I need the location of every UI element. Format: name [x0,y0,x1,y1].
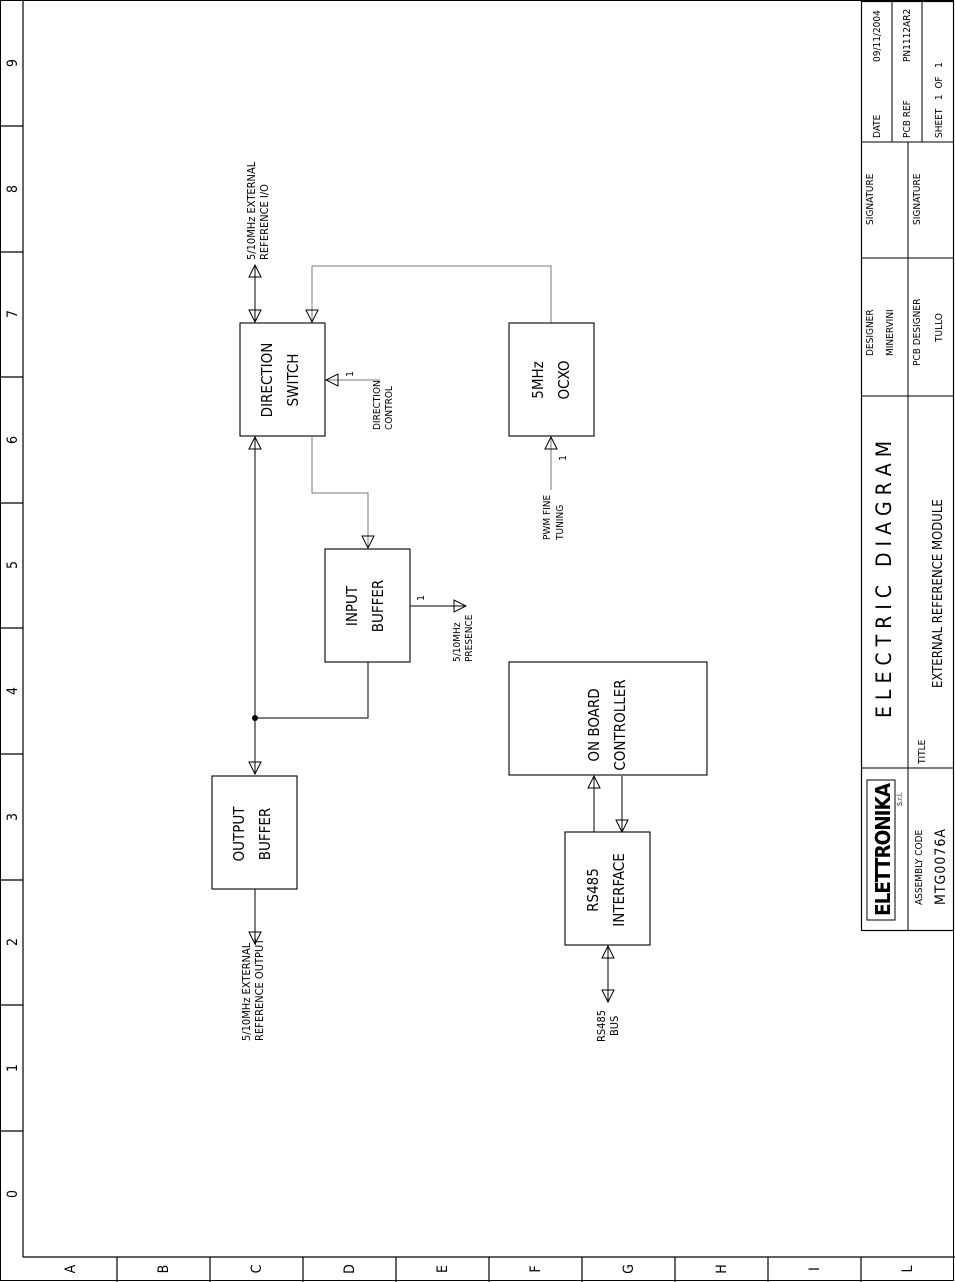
zone-row-H: H [714,1264,730,1273]
designer-label: DESIGNER [865,309,876,356]
pwm-pin: 1 [558,455,569,461]
date-label: DATE [872,114,883,138]
zone-row-A: A [63,1264,79,1273]
direction-control-label-line1: DIRECTION [372,380,383,430]
rs485-bus-label-line1: RS485 [595,1010,608,1042]
output-buffer-label-line2: BUFFER [256,808,274,861]
zone-row-I: I [807,1267,823,1271]
electric-diagram-heading: E L E C T R I C D I A G R A M [872,441,896,718]
signal-labels: 5/10MHz EXTERNAL REFERENCE I/O DIRECTION… [240,161,621,1042]
input-buffer-label-line1: INPUT [343,585,361,626]
presence-label-line2: PRESENCE [464,614,475,662]
zone-col-1: 1 [5,1064,21,1072]
ext-ref-output-label-line1: 5/10MHz EXTERNAL [240,942,253,1041]
zone-column-labels: 9 8 7 6 5 4 3 2 1 0 [5,59,21,1198]
assembly-code-label: ASSEMBLY CODE [914,829,925,905]
zone-col-8: 8 [5,185,21,193]
pwm-fine-tuning-label-line2: TUNING [555,505,566,541]
zone-row-D: D [342,1264,358,1274]
output-buffer-label-line1: OUTPUT [230,806,248,862]
direction-control-pin: 1 [345,371,356,377]
logo-wordmark: ELETTRONIKA [871,783,895,916]
controller-label-line2: CONTROLLER [611,679,629,770]
title-block: DATE 09/11/2004 PCB REF PN1112AR2 SHEET … [860,0,955,932]
zone-row-G: G [621,1264,637,1274]
zone-col-3: 3 [5,813,21,821]
onboard-controller-block: ON BOARD CONTROLLER [508,661,708,776]
designer-value: MINERVINI [885,309,896,356]
input-buffer-label-line2: BUFFER [369,580,387,633]
pcb-designer-value: TULLO [934,313,945,343]
zone-row-C: C [249,1264,265,1273]
zone-row-B: B [156,1265,172,1274]
rs485-bus-label-line2: BUS [608,1016,621,1036]
pin-labels: 1 1 1 [345,371,569,601]
zone-col-5: 5 [5,561,21,569]
ocxo-label-line2: OCXO [555,361,573,400]
assembly-code-value: MTG0076A [933,828,949,905]
title-label: TITLE [917,739,928,765]
zone-col-7: 7 [5,310,21,318]
ext-ref-output-label-line2: REFERENCE OUTPUT [253,938,266,1041]
signature2-label: SIGNATURE [912,173,923,225]
presence-pin: 1 [416,595,427,601]
pcb-ref-label: PCB REF [902,100,913,138]
pcb-ref-value: PN1112AR2 [902,9,913,62]
zone-row-labels: A B C D E F G H I L [63,1264,916,1274]
direction-switch-label-line1: DIRECTION [258,343,276,418]
wiring [248,263,629,1004]
zone-col-2: 2 [5,938,21,946]
zone-col-6: 6 [5,436,21,444]
ocxo-block: 5MHz OCXO [508,322,595,437]
ext-ref-io-label-line1: 5/10MHz EXTERNAL [245,161,258,260]
zone-col-9: 9 [5,59,21,67]
direction-control-label-line2: CONTROL [384,386,395,430]
signature-label: SIGNATURE [865,173,876,225]
pcb-designer-label: PCB DESIGNER [912,299,923,366]
direction-switch-label-line2: SWITCH [284,354,302,407]
zone-col-4: 4 [5,687,21,695]
title-value: EXTERNAL REFERENCE MODULE [931,499,946,688]
controller-label-line1: ON BOARD [585,688,603,761]
elettronika-logo: ELETTRONIKA S.r.l. [866,779,904,921]
logo-suffix: S.r.l. [896,792,904,806]
zone-row-E: E [435,1265,451,1273]
zone-col-0: 0 [5,1190,21,1198]
rs485-interface-block: RS485 INTERFACE [564,831,651,946]
rs485-label-line2: INTERFACE [610,853,628,927]
ocxo-label-line1: 5MHz [529,361,547,398]
direction-switch-block: DIRECTION SWITCH [239,322,326,437]
date-value: 09/11/2004 [872,10,883,62]
input-buffer-block: INPUT BUFFER [324,548,411,663]
sheet-info: SHEET 1 OF 1 [934,62,945,138]
rs485-label-line1: RS485 [584,868,602,912]
output-buffer-block: OUTPUT BUFFER [211,775,298,890]
zone-row-F: F [528,1265,544,1272]
zone-row-L: L [900,1265,916,1272]
presence-label-line1: 5/10MHz [452,622,463,662]
pwm-fine-tuning-label-line1: PWM FINE [542,495,553,540]
ext-ref-io-label-line2: REFERENCE I/O [258,184,271,260]
